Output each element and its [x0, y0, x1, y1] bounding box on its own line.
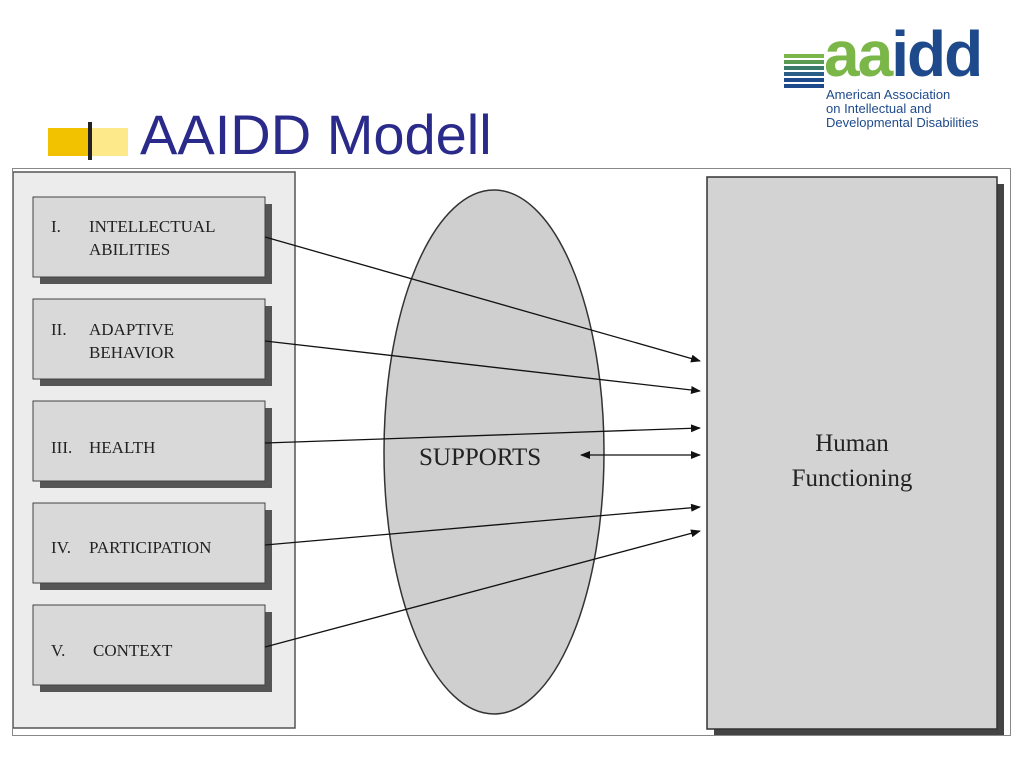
dimension-label-line: BEHAVIOR: [89, 343, 175, 362]
outcome-label-line: Functioning: [792, 465, 913, 492]
aaidd-logo: aaidd American Association on Intellectu…: [780, 18, 1010, 140]
arrow-adaptive-to-functioning: [264, 340, 701, 394]
arrow-intellectual-to-functioning: [264, 236, 701, 363]
dimension-label-line: HEALTH: [89, 438, 155, 457]
dimension-box-context: V. CONTEXT: [32, 604, 272, 692]
arrow-health-to-functioning: [264, 424, 701, 444]
supports-label: SUPPORTS: [419, 444, 541, 471]
logo-wordmark: aaidd: [824, 18, 983, 90]
dimension-label-line: PARTICIPATION: [89, 538, 211, 557]
dimension-box-intellectual-abilities: I. INTELLECTUAL ABILITIES: [32, 196, 272, 284]
aaidd-model-diagram: I. INTELLECTUAL ABILITIES II. ADAPTIVE B…: [13, 171, 1004, 735]
human-functioning-box: [706, 176, 998, 730]
logo-stripes-icon: [784, 54, 824, 88]
logo-subtitle-line: American Association: [826, 87, 951, 102]
arrow-context-to-functioning: [264, 529, 701, 648]
dimension-box-adaptive-behavior: II. ADAPTIVE BEHAVIOR: [32, 298, 272, 386]
dimension-box-participation: IV. PARTICIPATION: [32, 502, 272, 590]
dimension-label-line: CONTEXT: [93, 641, 173, 660]
dimension-numeral: IV.: [51, 538, 71, 557]
dimension-numeral: V.: [51, 641, 65, 660]
dimension-numeral: III.: [51, 438, 72, 457]
title-bullet-icon: [48, 120, 128, 160]
dimension-label-line: INTELLECTUAL: [89, 217, 216, 236]
logo-subtitle: American Association on Intellectual and…: [826, 88, 978, 130]
logo-subtitle-line: Developmental Disabilities: [826, 115, 979, 130]
outcome-label-line: Human: [815, 430, 889, 457]
arrow-participation-to-functioning: [264, 503, 701, 546]
diagram-frame: I. INTELLECTUAL ABILITIES II. ADAPTIVE B…: [12, 168, 1011, 736]
dimension-numeral: II.: [51, 320, 67, 339]
dimension-label-line: ABILITIES: [89, 240, 170, 259]
logo-subtitle-line: on Intellectual and: [826, 101, 932, 116]
slide-title: AAIDD Modell: [140, 103, 492, 166]
dimension-label-line: ADAPTIVE: [89, 320, 174, 339]
dimension-box-health: III. HEALTH: [32, 400, 272, 488]
dimension-numeral: I.: [51, 217, 61, 236]
